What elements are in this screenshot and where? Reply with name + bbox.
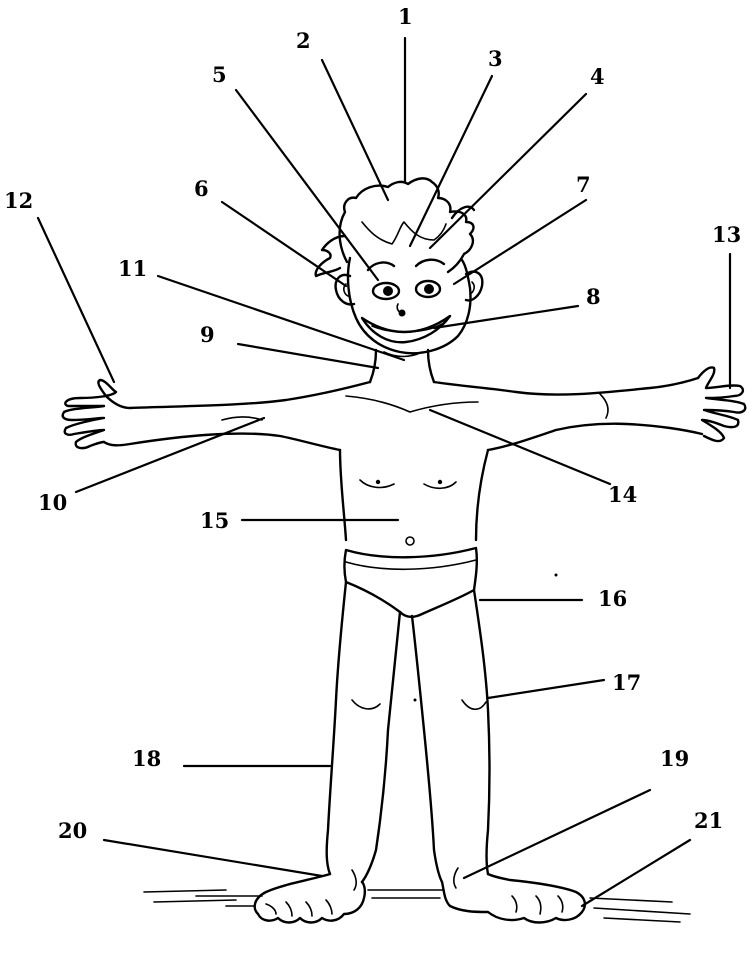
leader-19 [464,790,650,878]
right-hand [698,367,745,441]
right-pupil [424,284,434,294]
right-eyebrow [416,260,444,266]
ground-right [590,898,690,922]
left-toes [266,900,332,916]
label-11: 11 [118,256,147,281]
left-arm-lower [104,434,340,450]
ground-left [144,890,262,906]
label-12: 12 [4,188,33,213]
right-knee [462,700,486,709]
speck [555,574,558,577]
leader-8 [434,306,578,328]
label-14: 14 [608,482,637,507]
mouth [362,316,450,342]
face-outline [348,258,471,353]
label-7: 7 [576,172,591,197]
left-nipple [376,480,380,484]
label-21: 21 [694,808,723,833]
left-pupil [383,286,393,296]
label-5: 5 [212,62,227,87]
label-15: 15 [200,508,229,533]
fringe [362,222,446,244]
label-6: 6 [194,176,209,201]
navel [406,537,414,545]
left-armpit [222,417,262,420]
right-toes [512,896,563,914]
leader-20 [104,840,322,876]
leader-17 [488,680,604,698]
leader-2 [322,60,388,200]
label-8: 8 [586,284,601,309]
right-nipple [438,480,442,484]
label-19: 19 [660,746,689,771]
left-eyebrow [368,263,394,270]
boy-figure [63,178,746,922]
label-3: 3 [488,46,503,71]
label-17: 17 [612,670,641,695]
label-1: 1 [398,4,413,29]
right-elbow [600,394,608,418]
leader-3 [410,76,492,246]
right-leg-inner [412,616,442,882]
label-13: 13 [712,222,741,247]
label-16: 16 [598,586,627,611]
ground-middle [368,890,444,898]
label-18: 18 [132,746,161,771]
label-10: 10 [38,490,67,515]
left-arm-upper [106,382,370,408]
right-arm-upper [434,378,698,395]
left-ankle [352,870,356,890]
label-4: 4 [590,64,605,89]
leader-9 [238,344,378,368]
leader-11 [158,276,404,360]
label-9: 9 [200,322,215,347]
label-20: 20 [58,818,87,843]
neck-right [428,350,434,382]
torso-left [340,450,346,540]
right-ankle [454,868,458,888]
leader-21 [582,840,690,906]
speck-2 [414,699,417,702]
right-leg-outer [474,590,490,874]
collarbone [346,396,478,412]
leader-4 [430,94,586,248]
left-leg-outer [327,582,346,874]
leader-14 [430,410,610,484]
torso-right [476,450,488,540]
left-foot [255,874,365,923]
left-hand [63,380,116,448]
leader-5 [236,90,378,280]
label-2: 2 [296,28,311,53]
waistband [346,560,476,569]
underpants [345,548,477,617]
left-leg-inner [362,612,400,882]
leader-12 [38,218,114,382]
left-knee [352,700,380,709]
